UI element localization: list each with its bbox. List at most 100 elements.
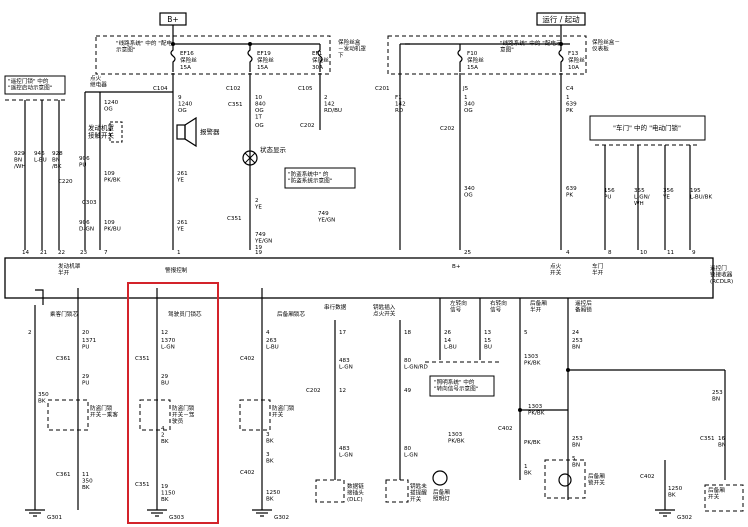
fuse-f10-id: F10 <box>467 51 478 57</box>
label-bottom_connectors-6: C202 <box>306 388 321 394</box>
fuse-ef16-rating: 15A <box>180 65 191 71</box>
fuse-symbols <box>170 44 564 72</box>
fuse-ef1-type: 保险丝 <box>312 56 329 64</box>
label-module_labels-1: 警报控制 <box>165 266 188 274</box>
battery-box: B+ <box>159 12 187 26</box>
label-module_pins-9: 8 <box>608 250 612 256</box>
fuse-box-left-label: 保险丝盒－发动机罩下 <box>338 38 366 59</box>
label-module_pins-3: 23 <box>80 250 88 256</box>
label-inner_labels-3: 串行数据 <box>324 303 347 311</box>
label-connectors_top-0: C104 <box>153 86 168 92</box>
ground-g302-b: G302 <box>655 509 692 521</box>
fuse-f13-type: 保险丝 <box>568 56 585 64</box>
trunk-switch-label: 后备厢开关 <box>708 486 725 500</box>
label-connectors_top-1: C102 <box>226 86 241 92</box>
label-module_pins-2: 22 <box>58 250 65 256</box>
label-module_pins-1: 21 <box>40 250 48 256</box>
label-bottom_connectors-5: C402 <box>240 470 255 476</box>
fuse-ef1-id: EF1 <box>312 51 323 57</box>
label-connectors_top-9: C303 <box>82 200 97 206</box>
fuse-f10-rating: 15A <box>467 65 478 71</box>
label-bottom_pins-7: 13 <box>484 330 492 336</box>
switch-trunk-label: 防盗门锁开关 <box>272 404 295 418</box>
key-switch-label: 钥匙未拔提醒开关 <box>410 482 427 503</box>
label-module_labels-2: B+ <box>452 264 461 270</box>
fuse-ef19-type: 保险丝 <box>257 56 274 64</box>
fuse-ef1-rating: 30A <box>312 65 323 71</box>
module-name: 遥控门锁接收器(RCDLR) <box>710 264 733 285</box>
label-module_pins-0: 14 <box>22 250 30 256</box>
label-connectors_top-5: C4 <box>566 86 574 92</box>
label-bottom_pins-2: 12 <box>161 330 168 336</box>
label-inner_labels-6: 右转向信号 <box>490 299 507 313</box>
label-connectors_top-10: C220 <box>58 179 73 185</box>
label-module_pins-6: 19 <box>255 250 263 256</box>
trunk-lamp-label: 后备厢照明灯 <box>433 488 450 502</box>
motor-icon <box>558 473 572 487</box>
ground-g301: G301 <box>25 509 62 521</box>
note-door: "车门" 中的 "电动门锁" <box>589 115 706 141</box>
note-power-left: "线路系统" 中的 "配电示意图" <box>116 39 172 53</box>
rcdlr-module: 遥控门锁接收器(RCDLR) <box>4 257 733 299</box>
label-note_lighting: "照明系统" 中的"转向信号示意图" <box>434 378 479 392</box>
fuse-ef16-id: EF16 <box>180 51 194 57</box>
label-bottom_pins-6: 26 <box>444 330 452 336</box>
fuse-ef19-id: EF19 <box>257 51 271 57</box>
label-bottom_pins-5: 18 <box>404 330 412 336</box>
wires-top <box>24 43 691 250</box>
ignition-relay-label: 点火继电器 <box>90 75 107 88</box>
label-module_labels-3: 点火开关 <box>550 263 562 276</box>
label-bottom_pins-3: 4 <box>266 330 270 336</box>
status-lamp-icon: 状态显示 <box>242 145 287 166</box>
fuse-f10-type: 保险丝 <box>467 56 484 64</box>
label-wire_labels_top-13: OG <box>255 123 264 129</box>
battery-label: B+ <box>167 15 178 24</box>
label-connectors_top-8: C202 <box>440 126 455 132</box>
label-inner_labels-0: 乘客门锁芯 <box>50 310 78 318</box>
label-bottom_connectors-0: C361 <box>56 356 71 362</box>
label-bottom_connectors-8: C402 <box>640 474 655 480</box>
label-grounds-0: G301 <box>47 515 62 521</box>
label-connectors_top-6: C351 <box>228 102 243 108</box>
fuse-f13-rating: 10A <box>568 65 579 71</box>
label-connectors_top-7: C202 <box>300 123 315 129</box>
label-grounds-2: G302 <box>274 515 289 521</box>
note-power-right: "线路系统" 中的 "配电示意图" <box>500 39 562 53</box>
label-grounds-3: G302 <box>677 515 692 521</box>
label-grounds-1: G303 <box>169 515 184 521</box>
fuse-ef16-type: 保险丝 <box>180 56 197 64</box>
alarm-speaker-icon: 报警器 <box>176 116 220 148</box>
label-module_pins-4: 7 <box>104 250 108 256</box>
